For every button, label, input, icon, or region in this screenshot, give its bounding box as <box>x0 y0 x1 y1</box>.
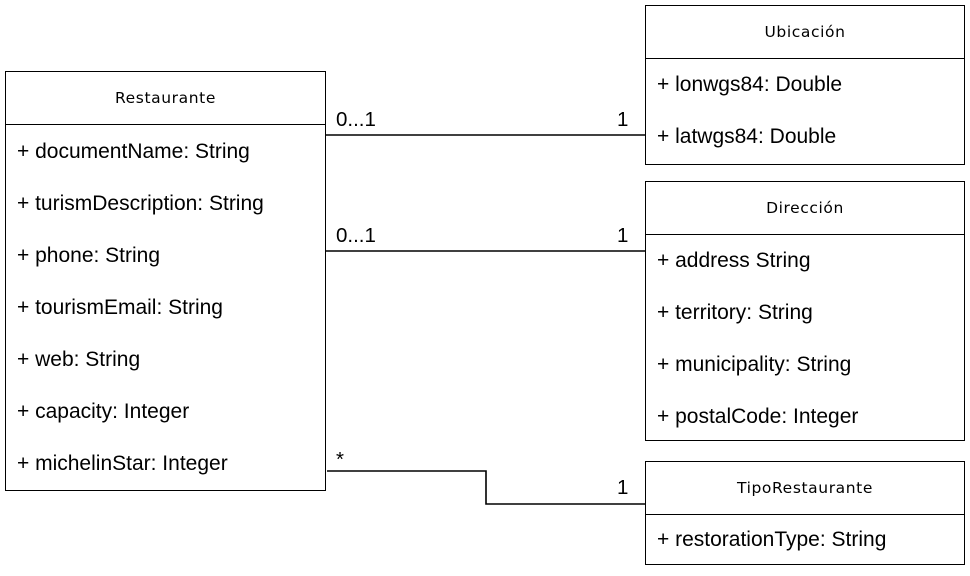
attribute-postalCode: + postalCode: Integer <box>657 405 859 428</box>
association-restaurante-tipo <box>327 470 645 505</box>
class-restaurante-title: Restaurante <box>6 72 325 125</box>
attribute-documentName: + documentName: String <box>17 140 250 163</box>
class-direccion[interactable]: Dirección + address String + territory: … <box>645 181 965 441</box>
attribute-capacity: + capacity: Integer <box>17 400 190 423</box>
multiplicity-restaurante-direccion-source: 0...1 <box>336 224 376 247</box>
attribute-lonwgs84: + lonwgs84: Double <box>657 73 843 96</box>
multiplicity-restaurante-tipo-source: * <box>336 448 344 471</box>
class-restaurante[interactable]: Restaurante + documentName: String + tur… <box>5 71 326 491</box>
attribute-michelinStar: + michelinStar: Integer <box>17 452 228 475</box>
attribute-web: + web: String <box>17 348 141 371</box>
attribute-territory: + territory: String <box>657 301 813 324</box>
multiplicity-restaurante-direccion-target: 1 <box>617 224 629 247</box>
attribute-tourismEmail: + tourismEmail: String <box>17 296 223 319</box>
attribute-address: + address String <box>657 249 811 272</box>
attribute-municipality: + municipality: String <box>657 353 852 376</box>
class-ubicacion[interactable]: Ubicación + lonwgs84: Double + latwgs84:… <box>645 5 965 165</box>
attribute-phone: + phone: String <box>17 244 161 267</box>
attribute-latwgs84: + latwgs84: Double <box>657 125 837 148</box>
class-tipo-restaurante[interactable]: TipoRestaurante + restorationType: Strin… <box>645 461 965 565</box>
class-ubicacion-title: Ubicación <box>646 6 964 59</box>
attribute-turismDescription: + turismDescription: String <box>17 192 264 215</box>
class-tipo-restaurante-title: TipoRestaurante <box>646 462 964 515</box>
multiplicity-restaurante-tipo-target: 1 <box>617 476 629 499</box>
multiplicity-restaurante-ubicacion-source: 0...1 <box>336 108 376 131</box>
attribute-restorationType: + restorationType: String <box>657 528 887 551</box>
class-direccion-title: Dirección <box>646 182 964 235</box>
multiplicity-restaurante-ubicacion-target: 1 <box>617 108 629 131</box>
